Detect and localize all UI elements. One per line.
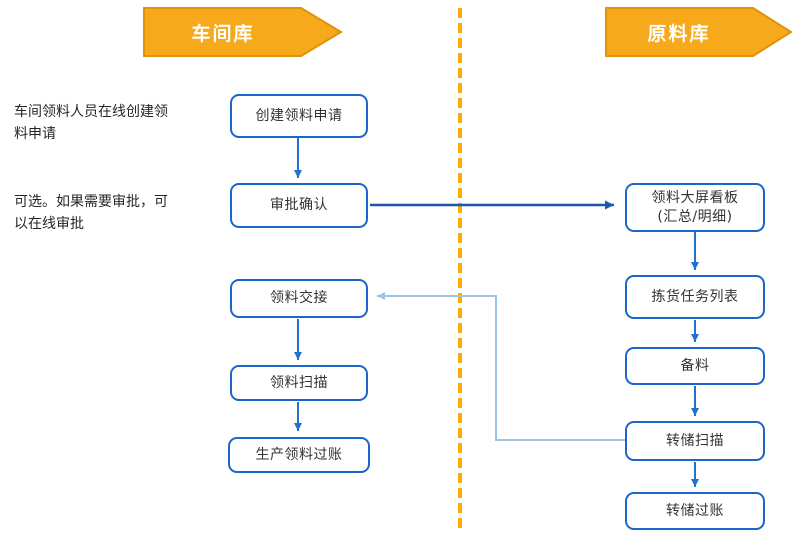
banner-arrow-shape	[605, 7, 793, 57]
lane-banner-label: 原料库	[647, 22, 711, 45]
node-approval-confirm: 审批确认	[230, 183, 368, 228]
node-material-handover: 领料交接	[230, 279, 368, 318]
lane-banner-label: 车间库	[191, 22, 255, 45]
node-transfer-posting: 转储过账	[625, 492, 765, 530]
note-create-requisition: 车间领料人员在线创建领料申请	[14, 104, 168, 142]
banner-arrow-shape	[143, 7, 343, 57]
node-picking-task-list: 拣货任务列表	[625, 275, 765, 319]
node-transfer-scan: 转储扫描	[625, 421, 765, 461]
node-material-scan: 领料扫描	[230, 365, 368, 401]
note-optional-approval: 可选。如果需要审批，可以在线审批	[14, 194, 168, 232]
node-create-requisition: 创建领料申请	[230, 94, 368, 138]
node-dashboard-board: 领料大屏看板 (汇总/明细)	[625, 183, 765, 232]
node-material-prep: 备料	[625, 347, 765, 385]
lane-banner-workshop-warehouse: 车间库	[143, 7, 343, 57]
edge-transferscan-to-handover	[377, 292, 627, 441]
node-production-posting: 生产领料过账	[228, 437, 370, 473]
lane-banner-raw-material-warehouse: 原料库	[605, 7, 793, 57]
